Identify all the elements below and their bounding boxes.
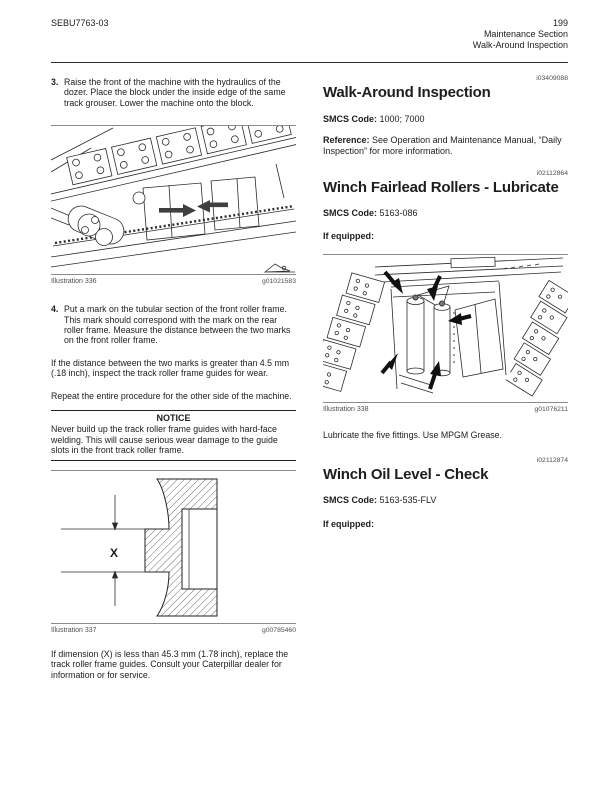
notice-box: NOTICE Never build up the track roller f… [51,410,296,461]
header-divider [51,62,568,63]
reference-label: Reference: [323,134,370,145]
smcs-label: SMCS Code: [323,113,377,124]
header-right-block: 199 Maintenance Section Walk-Around Insp… [473,18,568,51]
dimension-x-label: X [110,546,118,560]
paragraph-distance: If the distance between the two marks is… [51,357,290,379]
fitting-arrows [380,271,472,391]
mark-arrows [159,200,228,218]
left-column: 3. Raise the front of the machine with t… [51,63,296,680]
step-4-number: 4. [51,304,59,315]
illustration-337-image: X [61,478,218,617]
smcs-value: 5163-535-FLV [379,495,437,506]
step-3: 3. Raise the front of the machine with t… [51,77,296,108]
article-id: i03409088 [536,75,568,82]
figure-337: X Illustration 337 g00785460 [51,469,296,635]
document-code: SEBU7763-03 [51,18,109,28]
article-winch-oil-level: i02112874 Winch Oil Level - Check SMCS C… [323,457,568,529]
figure-336-label: Illustration 336 [51,278,97,286]
article-title-winch-oil-level: Winch Oil Level - Check [323,465,489,483]
smcs-code-line: SMCS Code: 5163-535-FLV [323,495,568,505]
figure-338-label: Illustration 338 [323,406,369,414]
page-columns: 3. Raise the front of the machine with t… [51,63,568,680]
right-column: i03409088 Walk-Around Inspection SMCS Co… [323,63,568,680]
article-title-walk-around: Walk-Around Inspection [323,84,491,101]
smcs-label: SMCS Code: [323,495,377,506]
article-id: i02112874 [536,456,568,464]
smcs-value: 1000; 7000 [379,113,425,124]
step-4: 4. Put a mark on the tubular section of … [51,304,296,346]
article-id: i02112864 [536,170,568,178]
subsection-title: Walk-Around Inspection [472,40,568,50]
figure-338-top-rule [323,254,568,256]
figure-338: Illustration 338 g01076211 [323,254,568,414]
figure-336-top-rule [51,125,296,127]
article-winch-fairlead: i02112864 Winch Fairlead Rollers - Lubri… [323,170,568,441]
figure-338-code: g01076211 [534,406,568,414]
figure-337-top-rule [51,469,296,471]
smcs-code-line: SMCS Code: 1000; 7000 [323,114,568,124]
page-number: 199 [552,18,568,28]
reference-line: Reference: See Operation and Maintenance… [323,135,568,156]
if-equipped-line: If equipped: [323,231,374,241]
paragraph-dimension: If dimension (X) is less than 45.3 mm (1… [51,648,289,680]
reference-text: See Operation and Maintenance Manual, “D… [323,134,562,156]
paragraph-repeat: Repeat the entire procedure for the othe… [51,390,292,401]
illustration-336-image [51,126,296,273]
step-3-number: 3. [51,77,59,87]
article-title-winch-fairlead: Winch Fairlead Rollers - Lubricate [323,179,559,197]
figure-337-caption: Illustration 337 g00785460 [51,622,296,635]
step-3-text: Raise the front of the machine with the … [64,77,286,108]
figure-336: Illustration 336 g01021583 [51,125,296,286]
notice-text: Never build up the track roller frame gu… [51,424,278,456]
smcs-value: 5163-086 [379,207,418,218]
step-4-text: Put a mark on the tubular section of the… [64,304,291,346]
illustration-338-image [323,257,568,398]
figure-336-caption: Illustration 336 g01021583 [51,274,296,286]
notice-title: NOTICE [156,413,191,424]
smcs-label: SMCS Code: [323,207,377,218]
figure-338-caption: Illustration 338 g01076211 [323,402,568,414]
smcs-code-line: SMCS Code: 5163-086 [323,208,568,218]
figure-336-code: g01021583 [261,278,296,286]
figure-337-label: Illustration 337 [51,626,97,634]
article-walk-around: i03409088 Walk-Around Inspection SMCS Co… [323,75,568,156]
section-title: Maintenance Section [483,29,568,39]
lubricate-instruction: Lubricate the five fittings. Use MPGM Gr… [323,430,502,441]
figure-337-code: g00785460 [261,626,296,634]
page-header: SEBU7763-03 199 Maintenance Section Walk… [51,18,568,51]
if-equipped-line: If equipped: [323,518,374,529]
